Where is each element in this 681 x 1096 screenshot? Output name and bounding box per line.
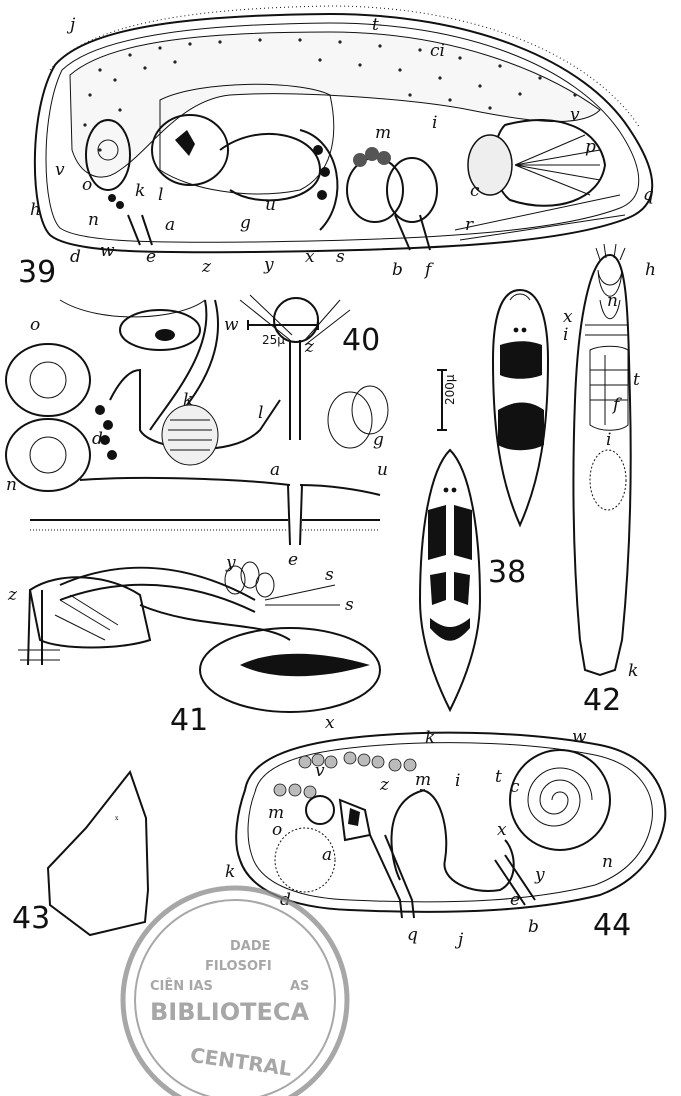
figure-40: 25µ o w z d k l g n a u e 40 [6, 295, 388, 570]
label-v: v [315, 761, 325, 781]
label-i: i [432, 113, 437, 133]
label-t: t [372, 15, 379, 35]
label-s2: s [345, 595, 354, 615]
label-o: o [30, 315, 40, 335]
label-u: u [265, 195, 276, 215]
label-q: q [643, 185, 654, 205]
label-c: c [510, 777, 520, 797]
label-t: t [633, 370, 640, 390]
label-y: y [225, 553, 236, 573]
label-l: l [258, 403, 263, 423]
label-d: d [92, 429, 103, 449]
label-f: f [611, 395, 622, 415]
label-e: e [510, 890, 520, 910]
label-y: y [534, 865, 545, 885]
label-l: l [158, 185, 163, 205]
label-s: s [336, 247, 345, 267]
label-k: k [425, 728, 435, 748]
scale-bar-25-label: 25µ [262, 333, 285, 347]
label-i: i [455, 771, 460, 791]
label-w: w [572, 727, 587, 747]
figure-number-44: 44 [593, 908, 631, 943]
stamp-line-1: DADE [230, 939, 271, 954]
label-j: j [66, 15, 76, 35]
label-a: a [270, 460, 280, 480]
label-o: o [82, 175, 92, 195]
label-a: a [322, 845, 332, 865]
label-n: n [607, 291, 618, 311]
fig42-labels: h x i n t f i k [563, 260, 656, 681]
label-y: y [263, 255, 274, 275]
label-w: w [100, 241, 115, 261]
figure-number-41: 41 [170, 703, 208, 738]
label-k: k [628, 661, 638, 681]
label-q: q [407, 925, 418, 945]
label-z: z [379, 775, 390, 795]
label-m: m [375, 123, 391, 143]
stamp-line-3: CIÊN IAS [150, 978, 213, 994]
label-k: k [135, 181, 145, 201]
figure-number-40: 40 [342, 323, 380, 358]
figure-number-43: 43 [12, 901, 50, 936]
stamp-line-2: FILOSOFI [205, 959, 272, 974]
figure-number-38: 38 [488, 555, 526, 590]
figure-43: x 43 [12, 772, 148, 936]
label-e: e [288, 550, 298, 570]
label-g: g [373, 430, 384, 450]
stamp-line-5: BIBLIOTECA [150, 998, 310, 1026]
label-z: z [201, 257, 212, 277]
label-b: b [392, 260, 403, 280]
label-i2: i [606, 430, 611, 450]
label-o: o [272, 820, 282, 840]
label-h: h [645, 260, 656, 280]
label-c: c [470, 181, 480, 201]
label-m: m [415, 770, 431, 790]
label-g: g [240, 213, 251, 233]
label-u: u [377, 460, 388, 480]
label-r: r [465, 215, 474, 235]
label-x: x [325, 713, 335, 733]
label-f: f [423, 260, 434, 280]
label-k: k [183, 390, 193, 410]
library-stamp: DADE FILOSOFI CIÊN IAS AS BIBLIOTECA CEN… [123, 888, 347, 1096]
label-w: w [224, 315, 239, 335]
stamp-line-4: AS [290, 979, 309, 994]
figure-number-42: 42 [583, 683, 621, 718]
figure-41: z y s s x 41 [7, 553, 380, 738]
label-v: v [570, 105, 580, 125]
figure-42: h x i n t f i k 42 [563, 244, 656, 718]
figure-39: j t ci m i v p c q r f b s x y z e a w d… [18, 6, 654, 290]
figure-38: 200µ 38 [420, 290, 548, 710]
label-n: n [602, 852, 613, 872]
label-d: d [70, 247, 81, 267]
label-i: i [563, 325, 568, 345]
label-k2: k [225, 862, 235, 882]
label-v: v [55, 160, 65, 180]
label-z: z [304, 337, 315, 357]
scale-bar-200-label: 200µ [443, 374, 457, 405]
label-ci: ci [430, 41, 445, 61]
stamp-line-6: CENTRAL [189, 1043, 294, 1081]
label-n: n [6, 475, 17, 495]
figure-number-39: 39 [18, 255, 56, 290]
label-b: b [528, 917, 539, 937]
label-p: p [585, 137, 596, 157]
label-j: j [454, 930, 464, 950]
label-x: x [305, 247, 315, 267]
label-h: h [30, 200, 41, 220]
svg-text:x: x [115, 815, 119, 822]
label-a: a [165, 215, 175, 235]
label-t: t [495, 767, 502, 787]
label-e: e [146, 247, 156, 267]
label-z: z [7, 585, 18, 605]
label-n: n [88, 210, 99, 230]
label-x: x [563, 307, 573, 327]
label-s: s [325, 565, 334, 585]
label-x: x [497, 820, 507, 840]
